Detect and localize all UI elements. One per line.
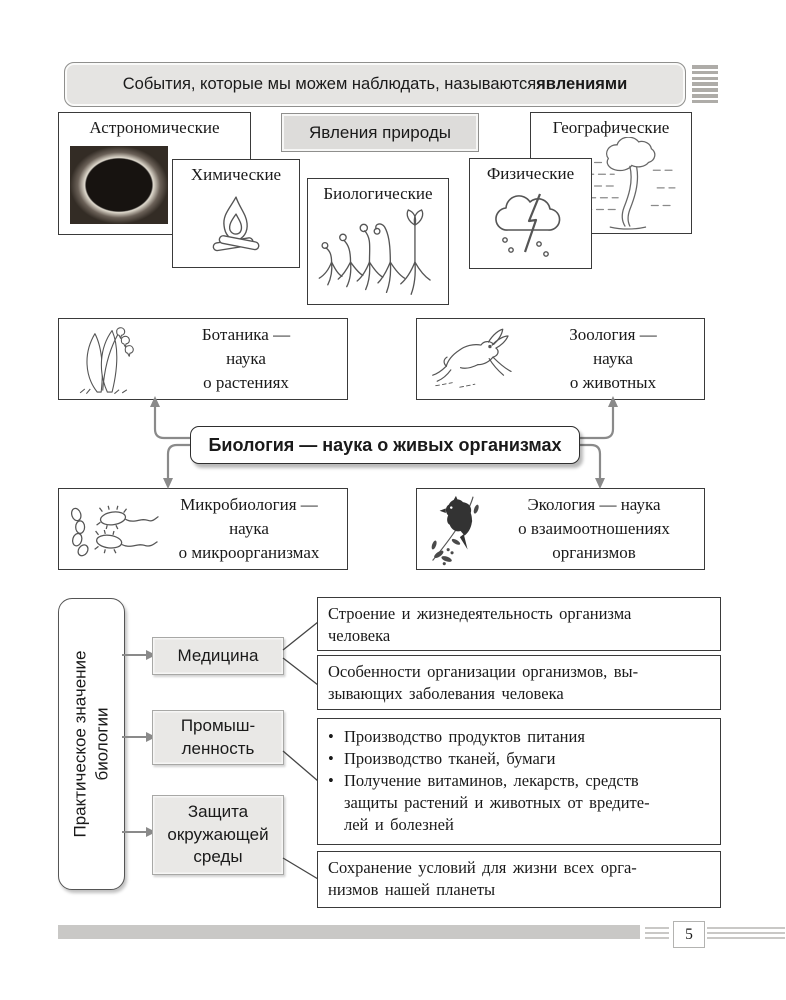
outcome-connector-lines <box>282 621 319 880</box>
bullet-text: Получение витаминов, лекарств, средств з… <box>344 771 650 835</box>
category-label: Биологические <box>323 184 433 203</box>
biology-banner: Биология — наука о живых организмах <box>190 426 580 464</box>
category-box-chemical: Химические <box>172 159 300 268</box>
bullet-item: • Производство тканей, бумаги <box>328 748 710 770</box>
bullet-item: • Производство продуктов питания <box>328 726 710 748</box>
bacteria-icon <box>70 505 159 557</box>
area-box-medicine: Медицина <box>152 637 284 675</box>
outcome-box-industry: • Производство продуктов питания • Произ… <box>317 718 721 845</box>
footer-lines-left <box>645 927 669 940</box>
area-label: Промыш- ленность <box>180 716 256 758</box>
practical-significance-title: Практическое значение биологии <box>70 650 112 838</box>
bullet-marker: • <box>328 771 334 791</box>
science-label-ecology: Экология — наука о взаимоотношениях орга… <box>518 495 670 562</box>
area-box-environment: Защита окружающей среды <box>152 795 284 875</box>
science-label-zoology: Зоология — наука о животных <box>569 325 657 392</box>
outcome-box-medicine-1: Строение и жизнедеятельность организма ч… <box>317 597 721 651</box>
bullet-text: Производство тканей, бумаги <box>344 749 556 769</box>
phenomena-center-label: Явления природы <box>309 122 451 142</box>
practical-significance-box: Практическое значение биологии <box>58 598 125 890</box>
area-box-industry: Промыш- ленность <box>152 710 284 765</box>
category-label: Химические <box>190 165 282 184</box>
phenomena-center-box: Явления природы <box>281 113 479 152</box>
bullet-item: • Получение витаминов, лекарств, средств… <box>328 770 710 836</box>
area-label: Защита окружающей среды <box>167 802 269 867</box>
definition-banner: События, которые мы можем наблюдать, наз… <box>64 62 686 107</box>
bullet-text: Производство продуктов питания <box>344 727 585 746</box>
running-hare-icon <box>432 328 512 388</box>
science-box-ecology: Экология — наука о взаимоотношениях орга… <box>416 488 705 570</box>
practical-area-arrows <box>122 650 156 837</box>
page-number-value: 5 <box>685 925 693 943</box>
solar-eclipse-image <box>70 146 168 224</box>
bullet-marker: • <box>328 727 334 746</box>
science-box-botany: Ботаника — наука о растениях <box>58 318 348 400</box>
category-box-biological: Биологические <box>307 178 449 305</box>
category-label: Географические <box>552 118 670 137</box>
science-label-microbiology: Микробиология — наука о микроорганизмах <box>178 495 320 562</box>
outcome-box-medicine-2: Особенности организации организмов, вы- … <box>317 655 721 710</box>
science-box-zoology: Зоология — наука о животных <box>416 318 705 400</box>
science-box-microbiology: Микробиология — наука о микроорганизмах <box>58 488 348 570</box>
page-edge-decoration <box>692 65 718 107</box>
definition-term: явлениями <box>536 75 628 93</box>
storm-cloud-icon <box>495 193 561 257</box>
outcome-box-environment: Сохранение условий для жизни всех орга- … <box>317 851 721 908</box>
category-label: Физические <box>486 164 575 183</box>
seedlings-icon <box>318 209 431 295</box>
footer-lines-right <box>707 927 785 940</box>
page-number: 5 <box>673 921 705 948</box>
footer-bar <box>58 925 640 939</box>
area-label: Медицина <box>177 645 259 665</box>
bullet-marker: • <box>328 749 334 769</box>
biology-branch-arrows <box>150 396 618 489</box>
category-box-physical: Физические <box>469 158 592 269</box>
definition-text: События, которые мы можем наблюдать, наз… <box>122 75 537 93</box>
bird-on-branch-icon <box>431 495 479 566</box>
science-label-botany: Ботаника — наука о растениях <box>201 325 291 392</box>
lily-of-the-valley-icon <box>79 327 134 395</box>
campfire-icon <box>212 196 260 252</box>
biology-banner-label: Биология — наука о живых организмах <box>208 434 562 455</box>
category-label: Астрономические <box>89 118 220 137</box>
